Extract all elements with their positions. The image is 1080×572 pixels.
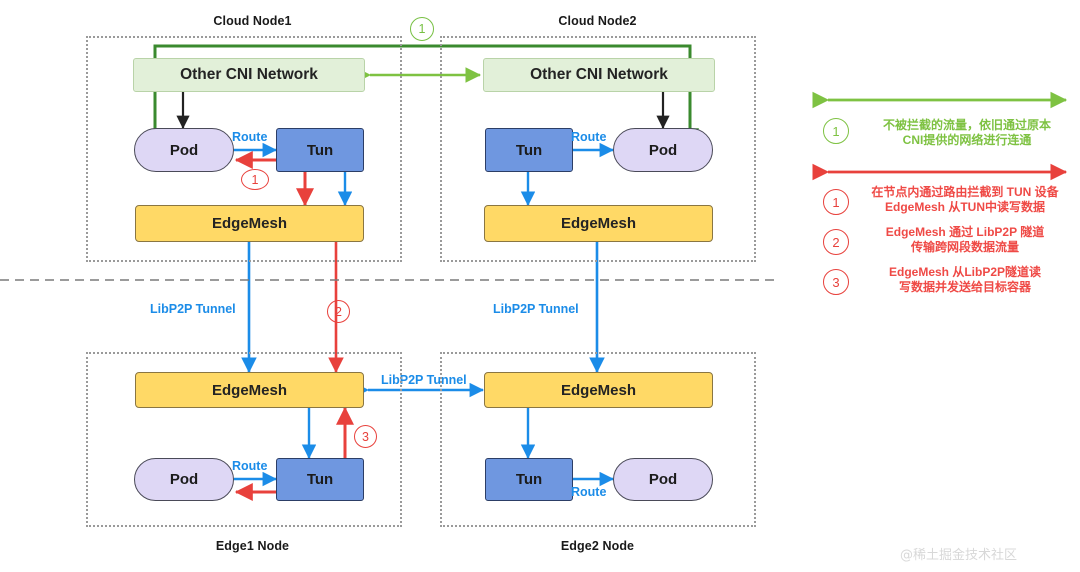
edge2-pod-box: Pod	[613, 458, 713, 501]
node-title-edge2: Edge2 Node	[560, 539, 635, 553]
cloud2-edgemesh-box: EdgeMesh	[484, 205, 713, 242]
cloud2-cni-box: Other CNI Network	[483, 58, 715, 92]
edge1-pod-box: Pod	[134, 458, 234, 501]
node-container-edge2	[440, 352, 756, 527]
node-title-cloud1: Cloud Node1	[213, 14, 292, 28]
node-container-cloud2	[440, 36, 756, 262]
legend-red-text-3: EdgeMesh 从LibP2P隧道读 写数据并发送给目标容器	[888, 265, 1042, 294]
cloud2-pod-box: Pod	[613, 128, 713, 172]
edge2-route-label: Route	[571, 485, 607, 499]
marker-cloud1-red-1: 1	[241, 169, 269, 190]
edge1-route-label: Route	[232, 459, 268, 473]
edge1-tun-box: Tun	[276, 458, 364, 501]
cloud2-route-label: Route	[571, 130, 607, 144]
legend-red-number-2: 2	[823, 229, 849, 255]
tunnel-label-center: LibP2P Tunnel	[381, 373, 467, 387]
watermark: @稀土掘金技术社区	[900, 548, 1018, 563]
legend-green-number: 1	[823, 118, 849, 144]
marker-middle-red-2: 2	[327, 300, 350, 323]
edge1-edgemesh-box: EdgeMesh	[135, 372, 364, 408]
edge2-tun-box: Tun	[485, 458, 573, 501]
legend-red-number-1: 1	[823, 189, 849, 215]
tunnel-label-left: LibP2P Tunnel	[150, 302, 236, 316]
cloud1-route-label: Route	[232, 130, 268, 144]
legend-green-text: 不被拦截的流量，依旧通过原本 CNI提供的网络进行连通	[882, 118, 1051, 147]
legend-red-text-1: 在节点内通过路由拦截到 TUN 设备 EdgeMesh 从TUN中读写数据	[871, 185, 1059, 214]
node-container-edge1	[86, 352, 402, 527]
node-title-cloud2: Cloud Node2	[558, 14, 637, 28]
tunnel-label-right: LibP2P Tunnel	[493, 302, 579, 316]
cloud2-tun-box: Tun	[485, 128, 573, 172]
cloud1-cni-box: Other CNI Network	[133, 58, 365, 92]
marker-edge1-red-3: 3	[354, 425, 377, 448]
cloud1-tun-box: Tun	[276, 128, 364, 172]
cloud1-pod-box: Pod	[134, 128, 234, 172]
legend-red-row-3: 3 EdgeMesh 从LibP2P隧道读 写数据并发送给目标容器	[818, 264, 1076, 300]
legend-red-text-2: EdgeMesh 通过 LibP2P 隧道 传输跨网段数据流量	[885, 225, 1045, 254]
legend-red-number-3: 3	[823, 269, 849, 295]
edge2-edgemesh-box: EdgeMesh	[484, 372, 713, 408]
legend-green-row: 1 不被拦截的流量，依旧通过原本 CNI提供的网络进行连通	[818, 110, 1076, 152]
legend-red-row-1: 1 在节点内通过路由拦截到 TUN 设备 EdgeMesh 从TUN中读写数据	[818, 184, 1076, 220]
node-container-cloud1	[86, 36, 402, 262]
marker-top-green-1: 1	[410, 17, 434, 41]
cloud1-edgemesh-box: EdgeMesh	[135, 205, 364, 242]
legend-red-row-2: 2 EdgeMesh 通过 LibP2P 隧道 传输跨网段数据流量	[818, 224, 1076, 260]
node-title-edge1: Edge1 Node	[215, 539, 290, 553]
